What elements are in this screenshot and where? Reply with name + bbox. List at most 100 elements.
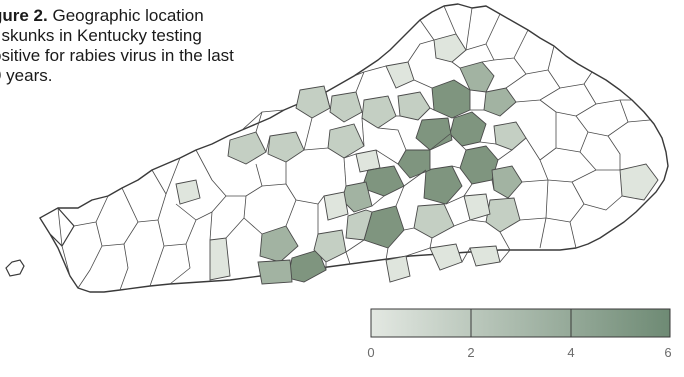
border-line-82 bbox=[375, 149, 399, 165]
caption-line-3: ositive for rabies virus in the last bbox=[0, 46, 234, 65]
county-light-10 bbox=[329, 91, 363, 123]
border-line-21 bbox=[303, 117, 313, 151]
border-line-62 bbox=[403, 227, 415, 231]
border-line-77 bbox=[429, 133, 451, 151]
border-line-64 bbox=[405, 247, 431, 257]
border-line-32 bbox=[407, 39, 435, 63]
county-pale-2 bbox=[619, 163, 659, 201]
border-line-46 bbox=[607, 135, 621, 170]
border-line-59 bbox=[445, 195, 465, 205]
border-line-16 bbox=[261, 183, 297, 227]
county-pale-3 bbox=[385, 255, 411, 283]
border-line-9 bbox=[163, 243, 191, 285]
border-line-76 bbox=[497, 149, 513, 161]
county-light-12 bbox=[485, 197, 521, 233]
border-line-65 bbox=[345, 239, 365, 253]
legend-bar bbox=[370, 308, 671, 338]
figure-label: gure 2. bbox=[0, 6, 48, 25]
county-mid-3 bbox=[259, 225, 299, 263]
border-line-1 bbox=[57, 207, 71, 277]
shaded-counties bbox=[175, 33, 659, 285]
county-pale-5 bbox=[469, 245, 501, 267]
border-line-69 bbox=[499, 249, 511, 263]
border-line-24 bbox=[241, 111, 263, 131]
border-line-25 bbox=[343, 153, 357, 159]
county-light-6 bbox=[227, 131, 267, 165]
legend-tick-6: 6 bbox=[664, 345, 671, 360]
border-line-45 bbox=[627, 119, 651, 123]
caption-line-2: f skunks in Kentucky testing bbox=[0, 26, 202, 45]
border-line-66 bbox=[345, 251, 351, 265]
border-line-86 bbox=[443, 5, 457, 35]
border-line-26 bbox=[343, 157, 347, 187]
border-line-27 bbox=[361, 117, 365, 147]
border-line-6 bbox=[137, 219, 165, 287]
border-line-73 bbox=[429, 107, 435, 111]
county-borders bbox=[57, 5, 651, 291]
legend-tick-4: 4 bbox=[567, 345, 574, 360]
county-light-3 bbox=[327, 123, 365, 159]
border-line-47 bbox=[555, 112, 589, 153]
county-light-8 bbox=[493, 121, 527, 151]
county-pale-10 bbox=[175, 179, 201, 205]
border-line-53 bbox=[545, 179, 585, 223]
border-line-80 bbox=[463, 183, 473, 197]
county-light-11 bbox=[345, 209, 373, 241]
county-light-1 bbox=[397, 91, 431, 121]
border-line-87 bbox=[465, 7, 473, 51]
county-pale-6 bbox=[433, 33, 467, 63]
border-line-75 bbox=[479, 141, 497, 145]
county-pale-1 bbox=[209, 237, 231, 281]
border-line-13 bbox=[225, 195, 247, 239]
border-line-79 bbox=[451, 165, 461, 169]
border-line-15 bbox=[243, 217, 263, 235]
border-line-35 bbox=[465, 43, 495, 63]
border-line-60 bbox=[453, 219, 471, 227]
border-line-20 bbox=[303, 147, 329, 151]
border-line-4 bbox=[101, 243, 129, 291]
border-line-84 bbox=[325, 91, 331, 109]
county-mid-1 bbox=[459, 61, 495, 93]
border-line-8 bbox=[165, 157, 181, 195]
western-segment bbox=[39, 207, 75, 247]
county-mid-4 bbox=[257, 259, 293, 285]
legend: 0 2 4 6 bbox=[367, 308, 672, 360]
county-light-4 bbox=[413, 203, 455, 239]
border-line-31 bbox=[363, 65, 387, 73]
border-line-56 bbox=[539, 217, 547, 249]
border-line-83 bbox=[367, 167, 381, 171]
border-line-12 bbox=[195, 149, 227, 213]
county-dark-5 bbox=[423, 165, 463, 205]
county-light-2 bbox=[295, 85, 331, 119]
border-line-57 bbox=[499, 231, 511, 251]
county-mid-2 bbox=[483, 87, 517, 117]
border-line-71 bbox=[395, 185, 405, 207]
border-line-70 bbox=[403, 169, 427, 187]
border-line-78 bbox=[461, 145, 467, 151]
border-line-3 bbox=[95, 195, 109, 223]
border-line-85 bbox=[419, 19, 435, 41]
caption-line-4: 9 years. bbox=[0, 66, 53, 85]
figure-caption: gure 2. Geographic location f skunks in … bbox=[0, 6, 322, 86]
county-pale-8 bbox=[323, 191, 349, 221]
bend-enclave bbox=[5, 259, 25, 277]
border-line-28 bbox=[377, 127, 407, 151]
county-light-7 bbox=[267, 131, 305, 163]
border-line-61 bbox=[429, 237, 433, 249]
border-line-22 bbox=[265, 135, 271, 153]
border-line-63 bbox=[385, 247, 389, 261]
caption-line-1: Geographic location bbox=[47, 6, 204, 25]
border-line-58 bbox=[469, 219, 487, 223]
county-light-9 bbox=[361, 95, 397, 129]
county-pale-9 bbox=[463, 193, 491, 221]
legend-tick-0: 0 bbox=[367, 345, 374, 360]
county-light-5 bbox=[313, 229, 347, 263]
border-line-72 bbox=[371, 195, 385, 207]
border-line-55 bbox=[569, 221, 577, 249]
border-line-40 bbox=[515, 69, 561, 103]
border-line-34 bbox=[451, 61, 461, 69]
county-dark-3 bbox=[415, 117, 453, 151]
border-line-52 bbox=[571, 181, 623, 211]
border-line-54 bbox=[519, 217, 547, 221]
